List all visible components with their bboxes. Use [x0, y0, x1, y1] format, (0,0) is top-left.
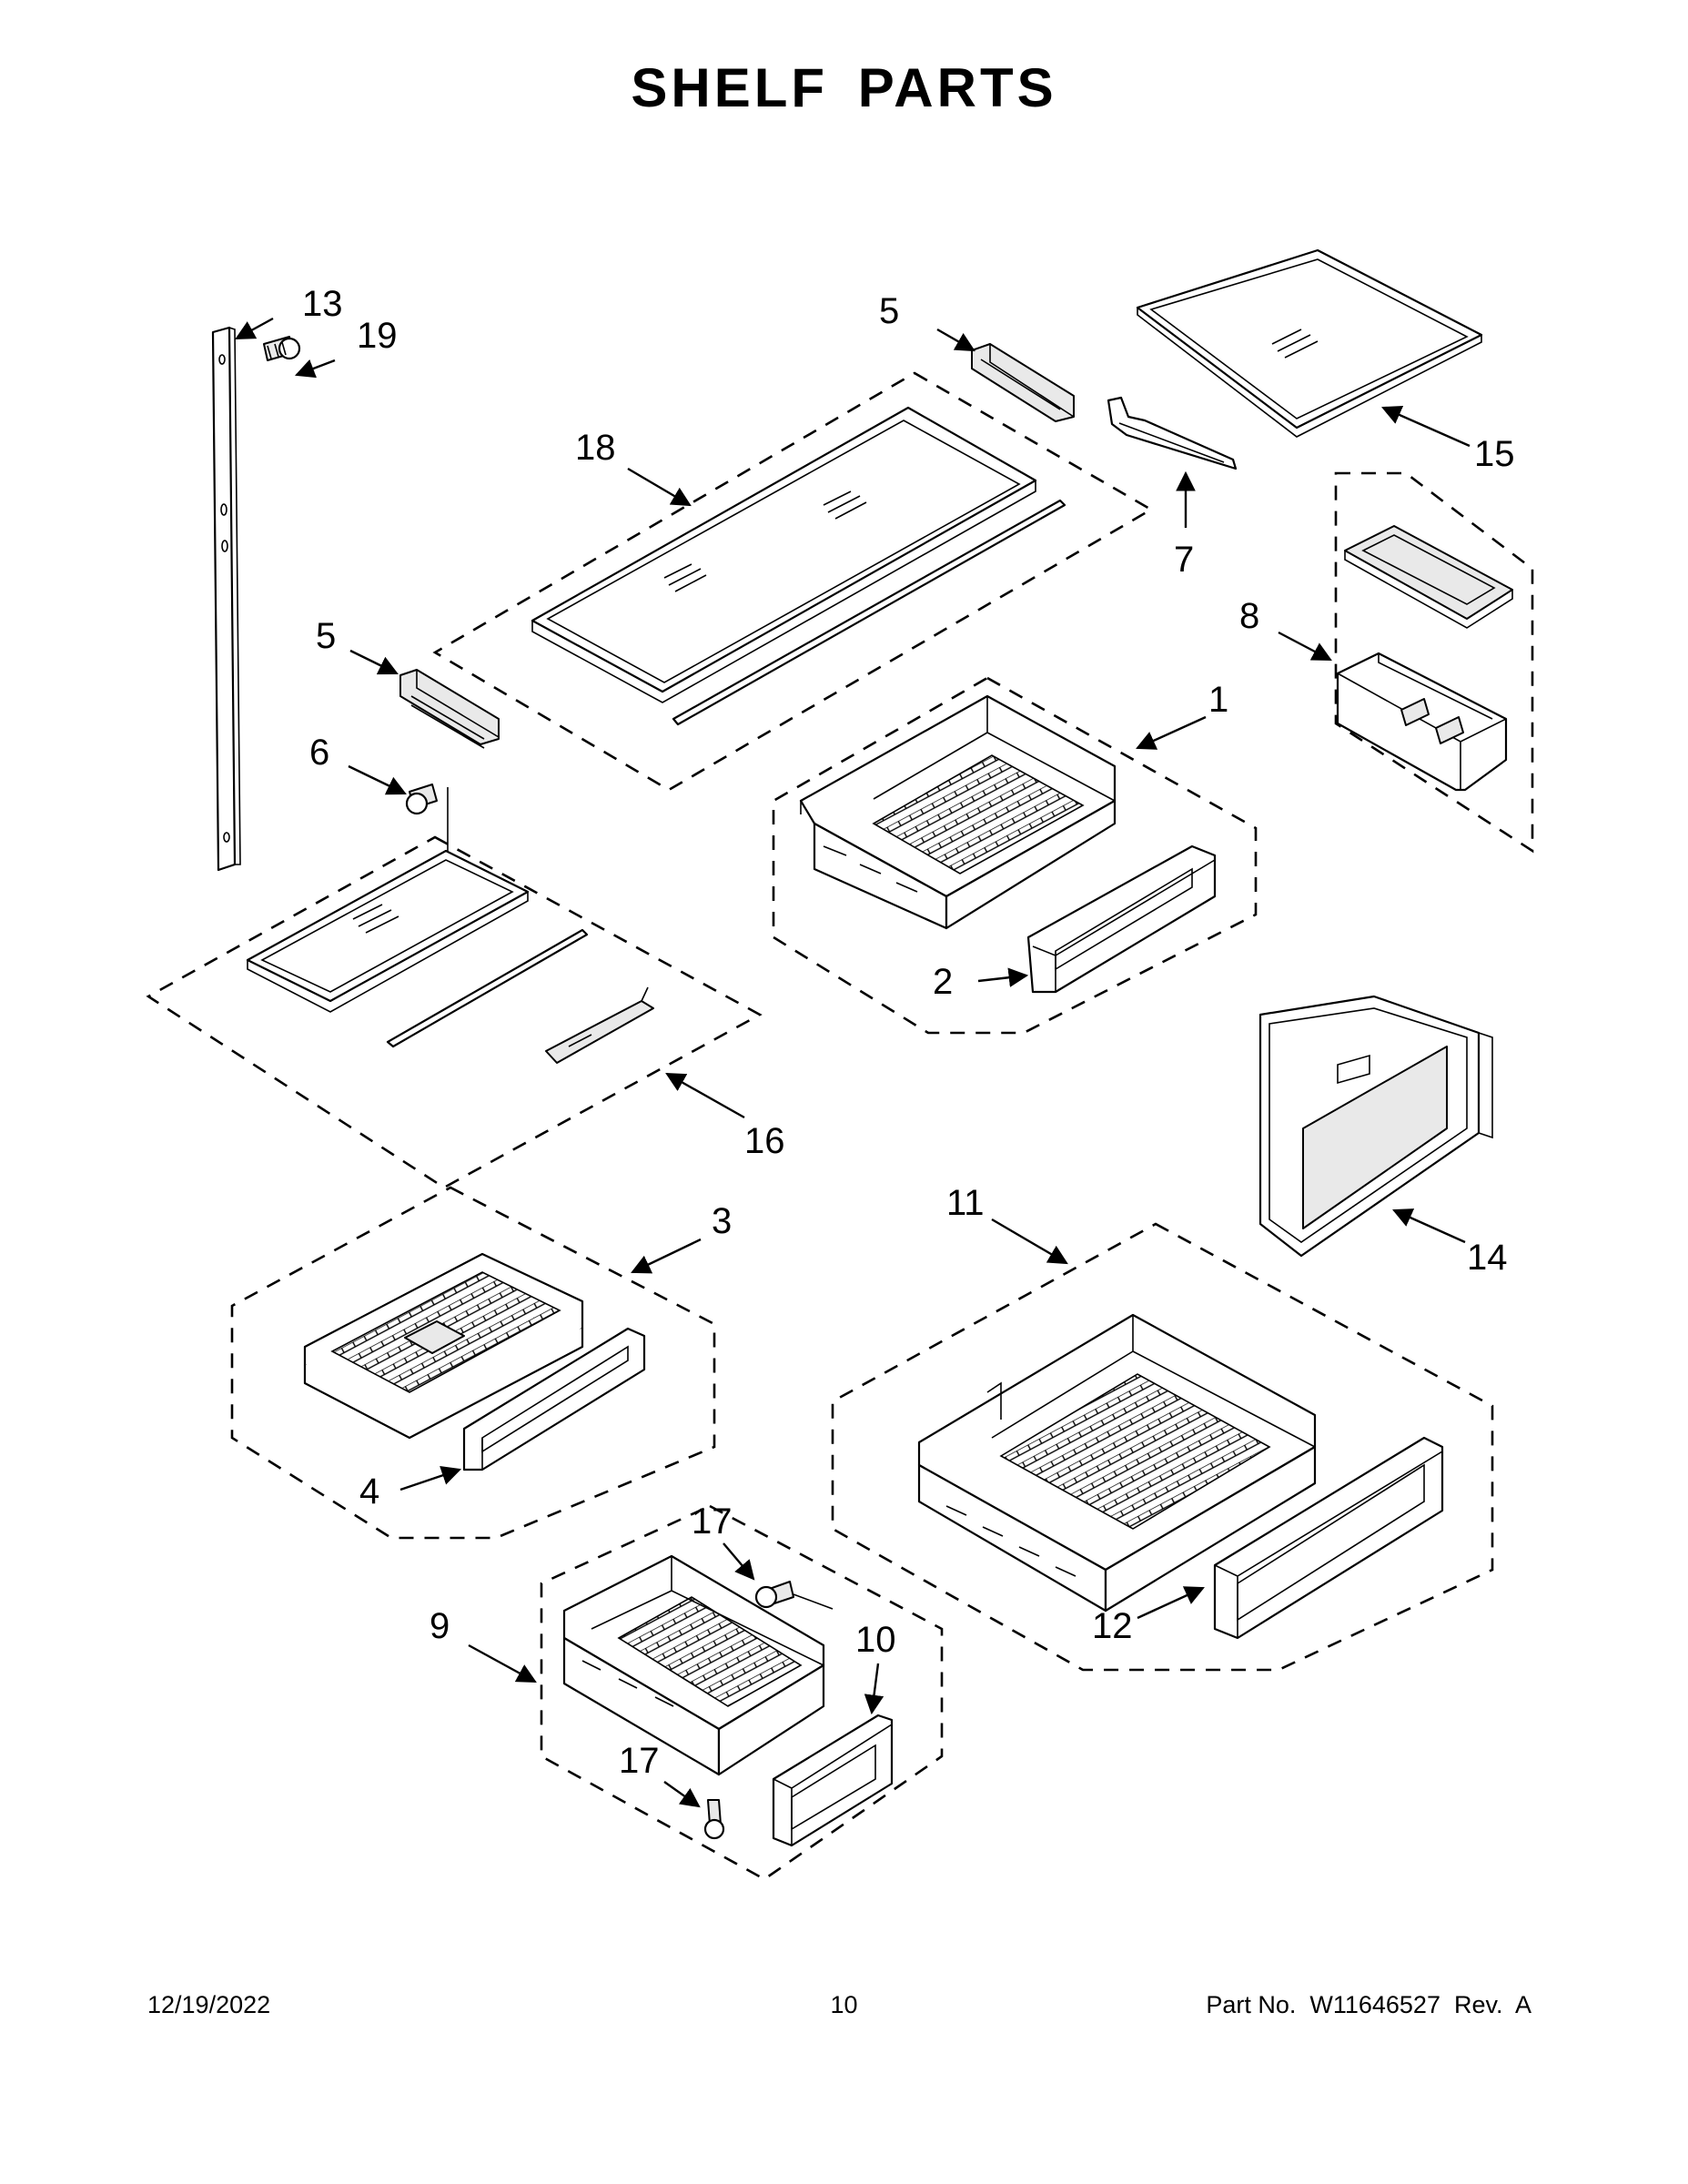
- callout-14: 14: [1467, 1238, 1508, 1278]
- group-outline-3-4: [230, 1186, 716, 1540]
- callout-5-upper: 5: [879, 291, 899, 331]
- group-outline-18: [432, 371, 1154, 792]
- callout-5-lower: 5: [316, 616, 336, 656]
- screw-part-6: [405, 784, 449, 866]
- group-outline-9-10: [540, 1504, 944, 1881]
- callout-3: 3: [712, 1201, 732, 1241]
- end-cap-part-5-upper: [971, 343, 1075, 422]
- screw-part-17-lower: [703, 1799, 725, 1840]
- callout-8: 8: [1239, 596, 1259, 636]
- drawer-part-1: [799, 694, 1117, 930]
- callout-9: 9: [430, 1606, 450, 1646]
- drawer-front-part-2: [1026, 844, 1217, 994]
- glass-shelf-part-18: [531, 406, 1066, 726]
- drawer-part-11: [917, 1313, 1317, 1613]
- callout-17-lower: 17: [619, 1741, 660, 1781]
- callout-16: 16: [744, 1121, 785, 1161]
- callout-1: 1: [1208, 680, 1228, 720]
- callout-2: 2: [933, 962, 953, 1002]
- callout-13: 13: [302, 284, 343, 324]
- callout-18: 18: [575, 428, 616, 468]
- footer-part-number: Part No. W11646527 Rev. A: [1206, 1991, 1531, 2018]
- page-title: SHELF PARTS: [631, 57, 1057, 118]
- callout-15: 15: [1474, 434, 1515, 474]
- callout-6: 6: [309, 733, 329, 773]
- group-outline-11-12: [831, 1222, 1494, 1672]
- drawer-front-part-4: [462, 1327, 646, 1471]
- bracket-part-7: [1107, 396, 1238, 470]
- group-outline-8: [1334, 471, 1534, 854]
- callout-12: 12: [1092, 1606, 1133, 1646]
- drawer-front-part-12: [1213, 1436, 1444, 1640]
- screw-part-19: [263, 336, 301, 361]
- rail-part-13: [211, 326, 241, 872]
- callout-10: 10: [855, 1620, 896, 1660]
- callout-4: 4: [359, 1471, 379, 1512]
- footer-page-number: 10: [830, 1991, 858, 2018]
- callout-7: 7: [1174, 540, 1194, 580]
- drawer-part-3: [303, 1252, 584, 1440]
- shelf-assembly-part-16: [246, 849, 654, 1064]
- side-panel-part-14: [1258, 995, 1493, 1258]
- screw-part-17-upper: [754, 1581, 834, 1610]
- callout-11: 11: [946, 1183, 985, 1223]
- drawer-part-9: [562, 1554, 825, 1776]
- end-cap-part-5-lower: [399, 669, 500, 749]
- group-outline-1-2: [772, 676, 1258, 1035]
- footer-date: 12/19/2022: [147, 1991, 271, 2018]
- leader-arrows: [235, 317, 1471, 1808]
- small-bin-part-8: [1336, 525, 1513, 792]
- callout-17-upper: 17: [692, 1502, 733, 1542]
- callout-19: 19: [357, 316, 398, 356]
- drawer-front-part-10: [772, 1714, 894, 1847]
- top-glass-shelf-part-15: [1136, 248, 1483, 438]
